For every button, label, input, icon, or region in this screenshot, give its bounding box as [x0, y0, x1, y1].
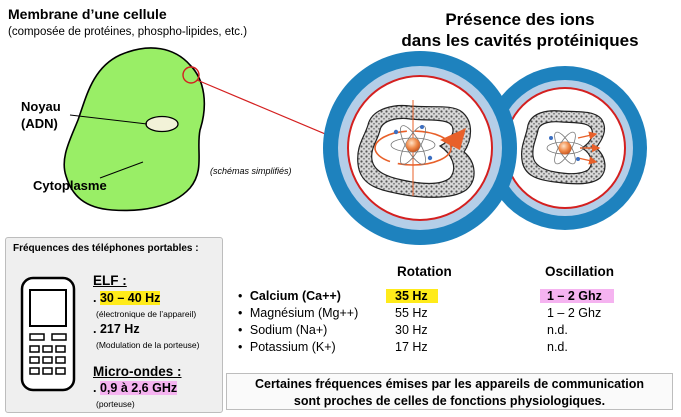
- ion-name: Sodium (Na+): [249, 323, 328, 337]
- elf-freq2-note: (Modulation de la porteuse): [96, 340, 200, 350]
- elf-dot-1: .: [93, 291, 97, 305]
- nucleus: [145, 115, 179, 133]
- table-row: • Calcium (Ca++): [238, 289, 341, 303]
- elf-freq1-value: 30 – 40 Hz: [99, 291, 161, 305]
- rotation-value: 17 Hz: [395, 340, 428, 354]
- mo-freq-value: 0,9 à 2,6 GHz: [99, 381, 178, 395]
- micro-ondes-label: Micro-ondes :: [93, 364, 182, 379]
- oscillation-value: n.d.: [547, 340, 568, 354]
- elf-frequency-2: . 217 Hz: [93, 322, 140, 336]
- oscillation-value: 1 – 2 Ghz: [540, 289, 614, 303]
- cell-membrane: [63, 47, 206, 212]
- elf-label: ELF :: [93, 273, 127, 288]
- ions-title: Présence des ions dans les cavités proté…: [370, 9, 670, 51]
- zoom-circle: [182, 66, 200, 84]
- rotation-value: 35 Hz: [386, 289, 438, 303]
- noyau-label-line1: Noyau: [21, 99, 61, 114]
- conclusion-box: Certaines fréquences émises par les appa…: [226, 373, 673, 410]
- table-row: • Sodium (Na+): [238, 323, 327, 337]
- elf-freq2-value: 217 Hz: [99, 322, 140, 336]
- row-bullet: •: [238, 340, 243, 354]
- ion-name: Potassium (K+): [249, 340, 336, 354]
- mobile-phone-icon: [20, 276, 76, 392]
- table-row: • Magnésium (Mg++): [238, 306, 358, 320]
- ion-name: Magnésium (Mg++): [249, 306, 359, 320]
- elf-frequency-1: . 30 – 40 Hz: [93, 291, 161, 305]
- schemas-note: (schémas simplifiés): [210, 166, 292, 176]
- ions-title-line1: Présence des ions: [445, 10, 595, 29]
- phone-box-title: Fréquences des téléphones portables :: [13, 243, 199, 254]
- rotation-pointer: [440, 128, 466, 150]
- ion-name: Calcium (Ca++): [249, 289, 341, 303]
- noyau-label-line2: (ADN): [21, 116, 58, 131]
- cell-subtitle: (composée de protéines, phospho-lipides,…: [8, 26, 248, 38]
- table-row: • Potassium (K+): [238, 340, 336, 354]
- noyau-label: Noyau (ADN): [21, 98, 61, 132]
- row-bullet: •: [238, 306, 243, 320]
- ions-title-line2: dans les cavités protéiniques: [401, 31, 639, 50]
- conclusion-line1: Certaines fréquences émises par les appa…: [254, 377, 645, 391]
- cell-title: Membrane d’une cellule: [8, 6, 167, 22]
- rotation-value: 55 Hz: [395, 306, 428, 320]
- cytoplasme-label: Cytoplasme: [33, 178, 107, 193]
- elf-dot-2: .: [93, 322, 97, 336]
- cytoplasme-pointer: [99, 161, 144, 179]
- atom-icon: [390, 125, 436, 165]
- oscillation-header: Oscillation: [545, 264, 615, 279]
- oscillation-value: 1 – 2 Ghz: [547, 306, 602, 320]
- rotation-header: Rotation: [397, 264, 452, 279]
- noyau-pointer: [69, 114, 148, 125]
- elf-freq1-note: (électronique de l’appareil): [96, 309, 197, 319]
- row-bullet: •: [238, 289, 243, 303]
- atom-icon-right: [546, 131, 584, 165]
- oscillation-value: n.d.: [547, 323, 568, 337]
- mo-freq-note: (porteuse): [96, 399, 135, 409]
- micro-ondes-frequency: . 0,9 à 2,6 GHz: [93, 381, 178, 395]
- mo-dot: .: [93, 381, 97, 395]
- rotation-value: 30 Hz: [395, 323, 428, 337]
- conclusion-line2: sont proches de celles de fonctions phys…: [293, 394, 606, 408]
- row-bullet: •: [238, 323, 243, 337]
